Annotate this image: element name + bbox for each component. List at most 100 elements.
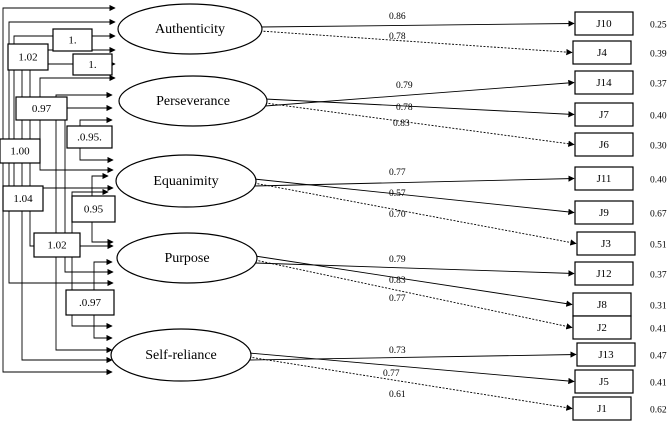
error-variance: 0.41 <box>650 379 667 389</box>
loading-arrow <box>253 178 575 216</box>
indicator-box <box>574 132 634 157</box>
correlation-equanimity-self-reliance: 1.02 <box>33 232 81 258</box>
correlation-perseverance-equanimity: .0.95. <box>66 125 113 149</box>
indicator-label: J5 <box>599 376 609 388</box>
factor-label: Perseverance <box>156 94 230 109</box>
loading-arrow <box>253 175 575 187</box>
factor-authenticity: Authenticity <box>117 3 263 55</box>
correlation-value: 0.95 <box>84 204 104 216</box>
factor-self-reliance: Self-reliance <box>110 328 252 382</box>
correlation-value: 1. <box>68 35 77 47</box>
factor-ellipses: AuthenticityPerseveranceEquanimityPurpos… <box>110 3 268 382</box>
factor-ellipse <box>117 3 263 55</box>
loading-arrow <box>248 356 573 411</box>
correlation-value: .0.97 <box>79 297 102 309</box>
factor-equanimity: Equanimity <box>115 154 257 208</box>
factor-ellipse <box>116 232 258 284</box>
indicator-label: J4 <box>597 47 607 59</box>
factor-label: Equanimity <box>153 174 218 189</box>
loading-value: 0.77 <box>389 294 406 304</box>
factor-ellipse <box>110 328 252 382</box>
indicator-box <box>572 40 632 65</box>
indicator-label: J3 <box>601 238 611 250</box>
indicator-j2: J2 0.41 <box>572 315 667 340</box>
loading-arrow <box>248 352 575 385</box>
correlation-boxes: 1.02 1. 1. 0.97 .0.95. 1.00 1.04 0.95 1.02 .0.97 <box>0 28 116 316</box>
correlation-perseverance-self-reliance: 1.00 <box>0 138 41 164</box>
factor-ellipse <box>115 154 257 208</box>
indicator-label: J1 <box>597 403 607 415</box>
correlation-box <box>7 43 49 71</box>
loading-value: 0.83 <box>393 119 410 129</box>
correlation-value: 1.02 <box>18 52 37 64</box>
loading-value: 0.77 <box>383 369 400 379</box>
loading-arrow <box>264 102 575 147</box>
loading-value: 0.86 <box>389 12 406 22</box>
correlation-authenticity-perseverance: 1. <box>52 28 93 52</box>
indicator-j12: J12 0.37 <box>574 261 667 286</box>
indicator-label: J8 <box>597 299 607 311</box>
indicator-box <box>574 102 634 127</box>
indicator-box <box>574 200 634 225</box>
correlation-authenticity-purpose: 0.97 <box>15 96 68 121</box>
factor-perseverance: Perseverance <box>118 75 268 127</box>
loading-arrow <box>254 262 575 277</box>
indicator-box <box>574 261 634 286</box>
correlation-perseverance-purpose: 1.04 <box>2 185 44 212</box>
correlation-box <box>71 195 116 223</box>
loading-value: 0.57 <box>389 189 406 199</box>
error-variance: 0.25 <box>650 21 667 31</box>
factor-label: Purpose <box>164 251 209 266</box>
loading-arrow <box>254 255 573 307</box>
indicator-label: J2 <box>597 322 607 334</box>
error-variance: 0.62 <box>650 406 667 416</box>
indicator-box <box>576 231 636 256</box>
correlation-box <box>33 232 81 258</box>
correlation-value: 0.97 <box>32 103 52 115</box>
correlation-authenticity-self-reliance: 1.02 <box>7 43 49 71</box>
error-variance: 0.39 <box>650 50 667 60</box>
indicator-label: J6 <box>599 139 609 151</box>
factor-purpose: Purpose <box>116 232 258 284</box>
indicator-j1: J1 0.62 <box>572 396 667 421</box>
loading-value: 0.70 <box>389 210 406 220</box>
error-variance: 0.41 <box>650 325 667 335</box>
indicator-label: J10 <box>596 18 612 30</box>
correlation-authenticity-equanimity: 1. <box>72 53 113 76</box>
indicator-box <box>574 70 634 95</box>
loading-value: 0.77 <box>389 168 406 178</box>
loading-value: 0.83 <box>389 276 406 286</box>
correlation-box <box>2 185 44 212</box>
indicator-j7: J7 0.40 <box>574 102 667 127</box>
correlation-box <box>52 28 93 52</box>
indicator-label: J7 <box>599 109 609 121</box>
error-variance: 0.40 <box>650 176 667 186</box>
loading-value: 0.78 <box>396 103 413 113</box>
error-variance: 0.40 <box>650 112 667 122</box>
indicator-box <box>572 396 632 421</box>
indicator-label: J14 <box>596 77 612 89</box>
indicator-label: J12 <box>596 268 611 280</box>
indicator-j4: J4 0.39 <box>572 40 667 65</box>
indicator-box <box>574 166 634 191</box>
correlation-equanimity-purpose: 0.95 <box>71 195 116 223</box>
correlation-value: .0.95. <box>77 132 102 144</box>
indicator-box <box>576 342 636 367</box>
loading-arrows: 0.860.780.790.780.830.770.570.700.790.83… <box>248 12 577 411</box>
loading-arrow <box>264 79 575 107</box>
loading-value: 0.78 <box>389 32 406 42</box>
loading-arrow <box>264 98 575 118</box>
factor-ellipse <box>118 75 268 127</box>
error-variance: 0.51 <box>650 241 667 251</box>
indicator-j5: J5 0.41 <box>574 369 667 394</box>
error-variance: 0.47 <box>650 352 667 362</box>
error-variance: 0.37 <box>650 271 667 281</box>
correlation-purpose-self-reliance: .0.97 <box>65 289 115 316</box>
correlation-box <box>15 96 68 121</box>
indicator-label: J13 <box>598 349 614 361</box>
loading-value: 0.73 <box>389 346 406 356</box>
loading-arrow <box>259 30 573 56</box>
